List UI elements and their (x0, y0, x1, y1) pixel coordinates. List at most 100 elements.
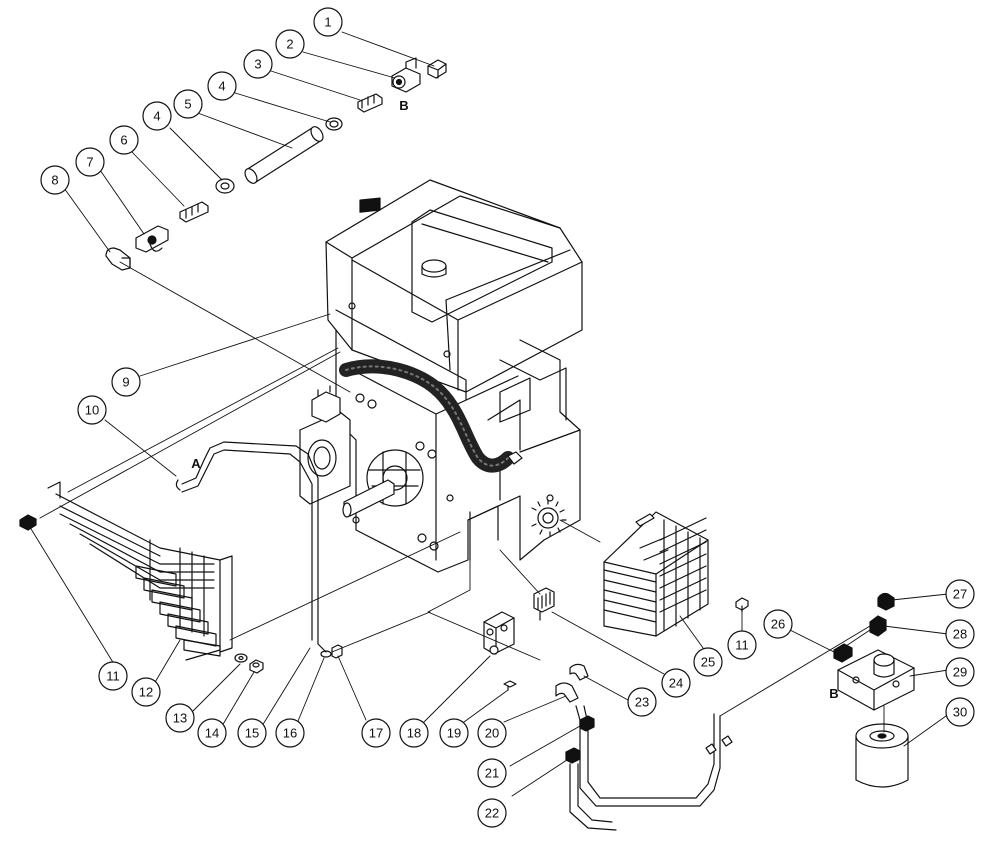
callout-8: 8 (40, 165, 70, 195)
callout-18: 18 (399, 718, 429, 748)
callout-circle (173, 89, 203, 119)
elbow-20 (555, 682, 579, 703)
callout-14: 14 (197, 718, 227, 748)
callout-label: 12 (139, 685, 153, 700)
callout-label: 23 (635, 695, 649, 710)
fuel-tube-15 (175, 441, 327, 653)
callout-circle (165, 703, 195, 733)
callout-2: 2 (275, 29, 305, 59)
tube-end-16 (320, 650, 332, 658)
callout-label: 1 (324, 15, 331, 30)
callout-circle (131, 677, 161, 707)
callout-label: 19 (447, 726, 461, 741)
callout-24: 24 (661, 668, 691, 698)
callout-13: 13 (165, 703, 195, 733)
cooler-25 (603, 511, 709, 637)
callout-label: 27 (953, 587, 967, 602)
bolt-11-left (19, 514, 37, 531)
callout-label: 28 (953, 627, 967, 642)
callout-circle (945, 697, 975, 727)
callout-9: 9 (111, 367, 141, 397)
callout-23: 23 (627, 687, 657, 717)
callout-label: 25 (701, 655, 715, 670)
callout-3: 3 (243, 49, 273, 79)
fuel-hose-5 (244, 126, 324, 184)
callout-circle (945, 619, 975, 649)
callout-label: 4 (218, 79, 225, 94)
callout-label: 13 (173, 711, 187, 726)
callout-circle (243, 49, 273, 79)
elbow-27 (877, 592, 895, 611)
callout-11: 11 (727, 630, 757, 660)
callout-25: 25 (693, 647, 723, 677)
callout-21: 21 (477, 758, 507, 788)
hose-clamp-4a (325, 117, 343, 131)
callout-circle (98, 661, 128, 691)
fitting-23 (569, 663, 589, 681)
callout-circle (627, 687, 657, 717)
callout-label: 11 (106, 669, 120, 684)
elbow-28 (869, 615, 887, 637)
callout-circle (40, 165, 70, 195)
callout-30: 30 (945, 697, 975, 727)
leader-lines (27, 31, 949, 797)
letter-layer: BAB (191, 98, 838, 701)
callout-label: 17 (369, 726, 383, 741)
callout-label: 8 (51, 173, 58, 188)
callout-circle (313, 7, 343, 37)
fuel-filter-30 (855, 723, 909, 788)
callout-16: 16 (275, 718, 305, 748)
bolt-11-right (735, 597, 749, 613)
callout-circle (477, 718, 507, 748)
callout-label: 5 (184, 97, 191, 112)
callout-circle (945, 657, 975, 687)
callout-circle (727, 630, 757, 660)
callout-label: 14 (205, 726, 219, 741)
engine-fuel-hose (339, 359, 523, 473)
callout-29: 29 (945, 657, 975, 687)
callout-label: 24 (669, 676, 683, 691)
callout-label: 9 (122, 375, 129, 390)
callout-label: 15 (245, 726, 259, 741)
callout-label: 16 (283, 726, 297, 741)
callout-circle (477, 758, 507, 788)
coil-assembly-12 (47, 481, 233, 661)
hose-barb-6 (179, 201, 209, 223)
callout-circle (275, 718, 305, 748)
callout-circle (763, 609, 793, 639)
callout-circle (109, 125, 139, 155)
engine-9 (299, 179, 583, 573)
fitting-1 (427, 59, 447, 79)
callout-label: 20 (485, 726, 499, 741)
callout-label: 2 (286, 37, 293, 52)
callout-12: 12 (131, 677, 161, 707)
shutoff-valve-2 (391, 57, 421, 93)
callout-4: 4 (142, 101, 172, 131)
callout-label: 6 (120, 133, 127, 148)
fuel-filter-24 (533, 587, 555, 621)
callout-label: 21 (485, 766, 499, 781)
callout-26: 26 (763, 609, 793, 639)
callout-7: 7 (75, 147, 105, 177)
callout-label: 7 (86, 155, 93, 170)
callout-label: 4 (153, 109, 160, 124)
nut-14 (249, 659, 264, 674)
callout-17: 17 (361, 718, 391, 748)
callout-label: 26 (771, 617, 785, 632)
callout-circle (399, 718, 429, 748)
hose-clamp-4b (215, 178, 235, 194)
fitting-17 (331, 644, 343, 659)
callout-circle (439, 718, 469, 748)
fuel-pump-18 (483, 611, 515, 655)
callout-20: 20 (477, 718, 507, 748)
callout-label: 29 (953, 665, 967, 680)
callout-circle (75, 147, 105, 177)
callout-circle (361, 718, 391, 748)
callout-circle (77, 395, 107, 425)
callout-5: 5 (173, 89, 203, 119)
callout-1: 1 (313, 7, 343, 37)
callout-circle (142, 101, 172, 131)
callout-6: 6 (109, 125, 139, 155)
